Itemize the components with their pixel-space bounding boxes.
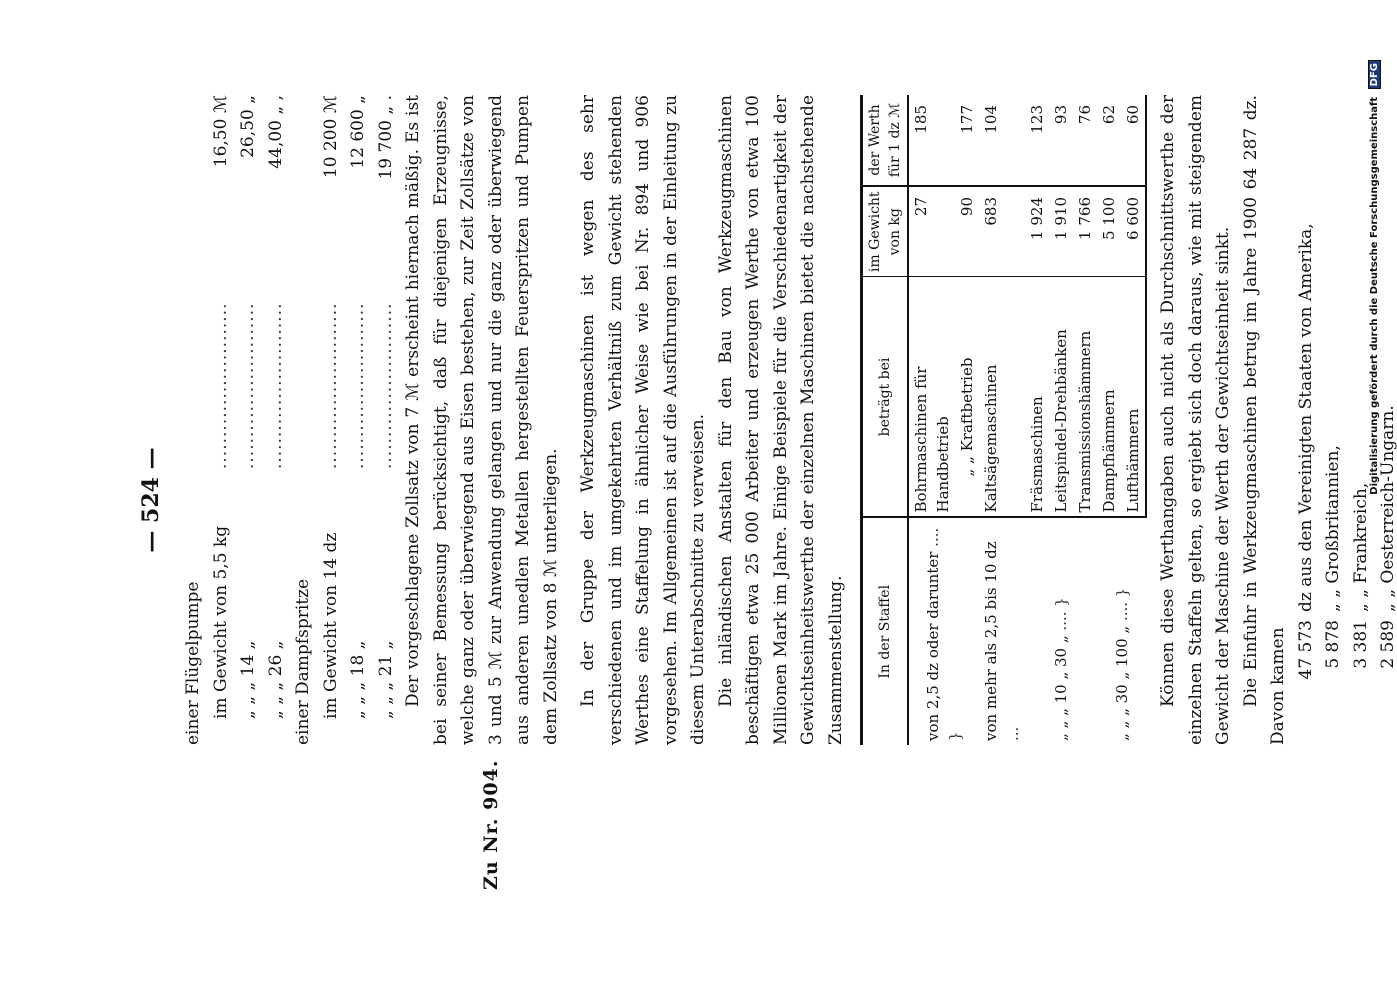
weight-row: „ „ „ 14 „ .......................... 26…	[238, 95, 258, 719]
staffel-cell: „ „ „ 30 „ 100 „ .... }	[1112, 587, 1131, 741]
value-cell: 93	[1049, 95, 1073, 186]
kg-cell: 5 100	[1097, 186, 1121, 277]
spray-pump-block: einer Flügelpumpe im Gewicht von 5,5 kg …	[180, 95, 290, 745]
steam-spray-label: einer Dampfspritze	[293, 578, 313, 745]
kg-cell: 90	[955, 186, 979, 277]
page-body: einer Flügelpumpe im Gewicht von 5,5 kg …	[180, 95, 1397, 745]
weight-row: „ „ „ 26 „ .......................... 44…	[265, 95, 286, 719]
machine-cell: Bohrmaschinen für Handbetrieb	[908, 277, 955, 518]
header-werth: der Werth für 1 dz ℳ	[861, 95, 908, 186]
value-cell: 104	[979, 95, 1025, 186]
kg-cell: 1 910	[1049, 186, 1073, 277]
paragraph: In der Gruppe der Werkzeugmaschinen ist …	[578, 95, 708, 745]
paragraph: Können diese Werthangaben auch nicht als…	[1158, 95, 1233, 745]
spray-pump-label: einer Flügelpumpe	[183, 581, 203, 746]
staffel-cell: „ „ „ 10 „ 30 „ .... }	[1052, 597, 1070, 741]
machine-cell: Lufthämmern	[1121, 277, 1146, 518]
machine-cell: Leitspindel-Drehbänken	[1049, 277, 1073, 518]
kg-cell: 683	[979, 186, 1025, 277]
machine-cell: Fräsmaschinen	[1025, 277, 1049, 518]
machine-cell: Kaltsägemaschinen	[979, 277, 1025, 518]
table-row: von mehr als 2,5 bis 10 dz ... Kaltsägem…	[979, 95, 1025, 745]
header-staffel: In der Staffel	[861, 517, 908, 745]
header-gewicht: im Gewicht von kg	[861, 186, 908, 277]
value-cell: 60	[1121, 95, 1146, 186]
machine-cell: Dampfhämmern	[1097, 277, 1121, 518]
import-list: 47 573 dz aus den Vereinigten Staaten vo…	[1293, 95, 1397, 695]
weight-row: im Gewicht von 14 dz ...................…	[320, 95, 341, 719]
machine-cell: „ „ Kraftbetrieb	[955, 277, 979, 518]
staffel-cell: von 2,5 dz oder darunter .... }	[924, 527, 964, 741]
table-row: „ „ „ 30 „ 100 „ .... } Dampfhämmern 5 1…	[1097, 95, 1131, 745]
list-item: 5 878 „ „ Großbritannien,	[1323, 445, 1343, 669]
kg-cell: 27	[908, 186, 955, 277]
staffel-cell: von mehr als 2,5 bis 10 dz ...	[982, 541, 1022, 741]
paragraph: Der vorgeschlagene Zollsatz von 7 ℳ ersc…	[403, 95, 561, 745]
table-row: „ „ „ 10 „ 30 „ .... } Fräsmaschinen 1 9…	[1025, 95, 1070, 745]
paragraph: Die Einfuhr in Werkzeugmaschinen betrug …	[1240, 95, 1289, 745]
kg-cell: 6 600	[1121, 186, 1146, 277]
kg-cell: 1 766	[1073, 186, 1097, 277]
page-number: — 524 —	[138, 447, 164, 553]
value-cell: 76	[1073, 95, 1097, 186]
machine-value-table: In der Staffel beträgt bei im Gewicht vo…	[860, 95, 1147, 745]
dfg-credit: Digitalisierung gefördert durch die Deut…	[1368, 60, 1381, 940]
value-cell: 123	[1025, 95, 1049, 186]
kg-cell: 1 924	[1025, 186, 1049, 277]
table-row: von 2,5 dz oder darunter .... } Bohrmasc…	[908, 95, 964, 745]
weight-row: „ „ „ 21 „ .......................... 19…	[375, 95, 396, 719]
value-cell: 177	[955, 95, 979, 186]
steam-spray-block: einer Dampfspritze im Gewicht von 14 dz …	[290, 95, 400, 745]
value-cell: 62	[1097, 95, 1121, 186]
machine-cell: Transmissionshämmern	[1073, 277, 1097, 518]
list-item: 47 573 dz aus den Vereinigten Staaten vo…	[1295, 223, 1316, 680]
weight-row: „ „ „ 18 „ .......................... 12…	[348, 95, 368, 719]
dfg-logo-icon: DFG	[1368, 60, 1381, 90]
header-betraegt: beträgt bei	[861, 277, 908, 518]
value-cell: 185	[908, 95, 955, 186]
paragraph: Die inländischen Anstalten für den Bau v…	[715, 95, 846, 745]
weight-row: im Gewicht von 5,5 kg ..................…	[210, 95, 231, 719]
